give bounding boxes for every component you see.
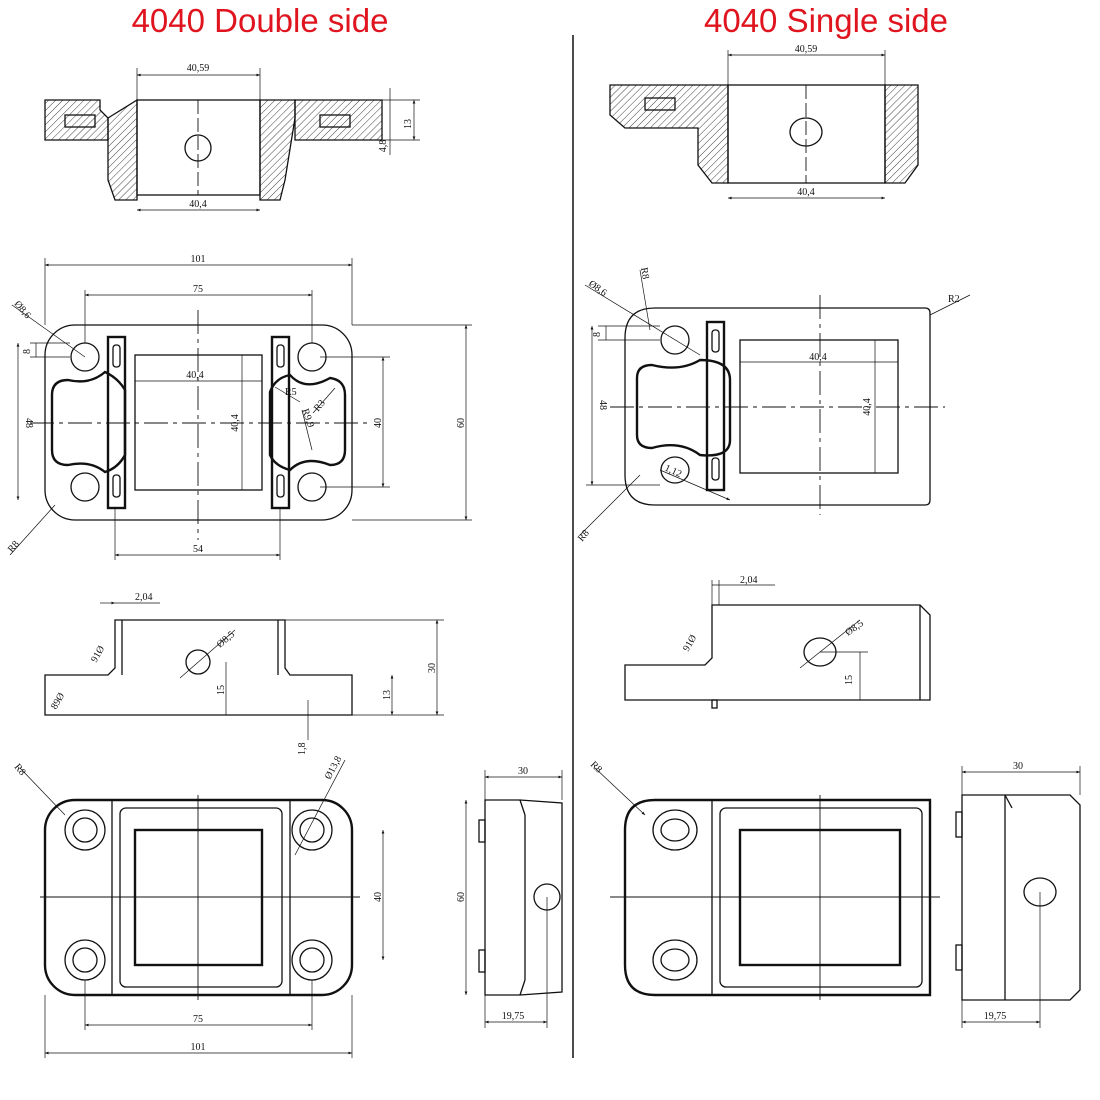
dim: 48 bbox=[23, 418, 34, 428]
dim: 40,4 bbox=[862, 398, 873, 416]
dim: 40,4 bbox=[186, 370, 204, 381]
dim: 54 bbox=[193, 544, 203, 555]
dim: 89Ø bbox=[49, 691, 67, 711]
right-side-view: 2,04 91Ø Ø8,5 15 bbox=[624, 575, 931, 709]
dim: 60 bbox=[456, 418, 467, 428]
dim: 13 bbox=[403, 119, 414, 129]
dim: 40,4 bbox=[809, 352, 827, 363]
dim: R8 bbox=[12, 762, 28, 778]
dim: 101 bbox=[191, 1042, 206, 1053]
dim: Ø8,5 bbox=[215, 629, 237, 650]
left-bottom-view: R8 Ø13,8 60 40 75 101 30 19,75 bbox=[12, 754, 563, 1058]
dim: 40,4 bbox=[797, 187, 815, 198]
dim: 15 bbox=[216, 685, 227, 695]
dim: 40 bbox=[373, 892, 384, 902]
dim: 91Ø bbox=[681, 633, 699, 653]
dim: 75 bbox=[193, 1014, 203, 1025]
dim: 2,04 bbox=[135, 592, 153, 603]
dim: 4,8 bbox=[378, 140, 389, 153]
title-double-side: 4040 Double side bbox=[132, 2, 389, 39]
left-section-view: 40,59 40,4 13 4,8 bbox=[44, 63, 420, 212]
left-plate-view: 101 75 Ø8,6 8 48 40,4 40,4 R5 R3 R9,9 40… bbox=[6, 254, 472, 560]
dim: 8 bbox=[22, 349, 33, 354]
dim: 75 bbox=[193, 284, 203, 295]
dim: 40,59 bbox=[795, 44, 818, 55]
dim: R5 bbox=[285, 387, 297, 398]
dim: R8 bbox=[576, 528, 592, 544]
dim: 1,12 bbox=[663, 463, 684, 480]
dim: 1,8 bbox=[297, 743, 308, 756]
dim: 40,59 bbox=[187, 63, 210, 74]
title-single-side: 4040 Single side bbox=[704, 2, 948, 39]
right-bottom-view: R8 30 19,75 bbox=[588, 759, 1081, 1028]
dim: 19,75 bbox=[984, 1011, 1007, 1022]
dim: 19,75 bbox=[502, 1011, 525, 1022]
dim: R8 bbox=[6, 539, 22, 555]
dim: R8 bbox=[588, 759, 604, 775]
right-plate-view: R8 Ø8,6 R2 8 48 40,4 40,4 1,12 R8 bbox=[576, 267, 971, 544]
dim: 13 bbox=[382, 690, 393, 700]
dim: R9,9 bbox=[299, 407, 316, 429]
dim: 15 bbox=[844, 675, 855, 685]
dim: 40,4 bbox=[189, 199, 207, 210]
dim: 30 bbox=[518, 766, 528, 777]
dim: 101 bbox=[191, 254, 206, 265]
dim: 30 bbox=[1013, 761, 1023, 772]
dim: 2,04 bbox=[740, 575, 758, 586]
dim: 8 bbox=[592, 332, 603, 337]
dim: 48 bbox=[597, 400, 608, 410]
dim: 30 bbox=[427, 663, 438, 673]
dim: Ø8,5 bbox=[843, 618, 865, 638]
dim: R8 bbox=[638, 267, 651, 280]
right-section-view: 40,59 40,4 bbox=[609, 44, 919, 200]
dim: R2 bbox=[948, 294, 960, 305]
dim: 91Ø bbox=[89, 644, 107, 664]
dim: Ø8,6 bbox=[586, 278, 608, 298]
dim: 60 bbox=[456, 892, 467, 902]
dim: 40 bbox=[373, 418, 384, 428]
left-side-view: 2,04 91Ø Ø8,5 15 13 30 89Ø 1,8 bbox=[44, 592, 444, 756]
dim: 40,4 bbox=[230, 414, 241, 432]
